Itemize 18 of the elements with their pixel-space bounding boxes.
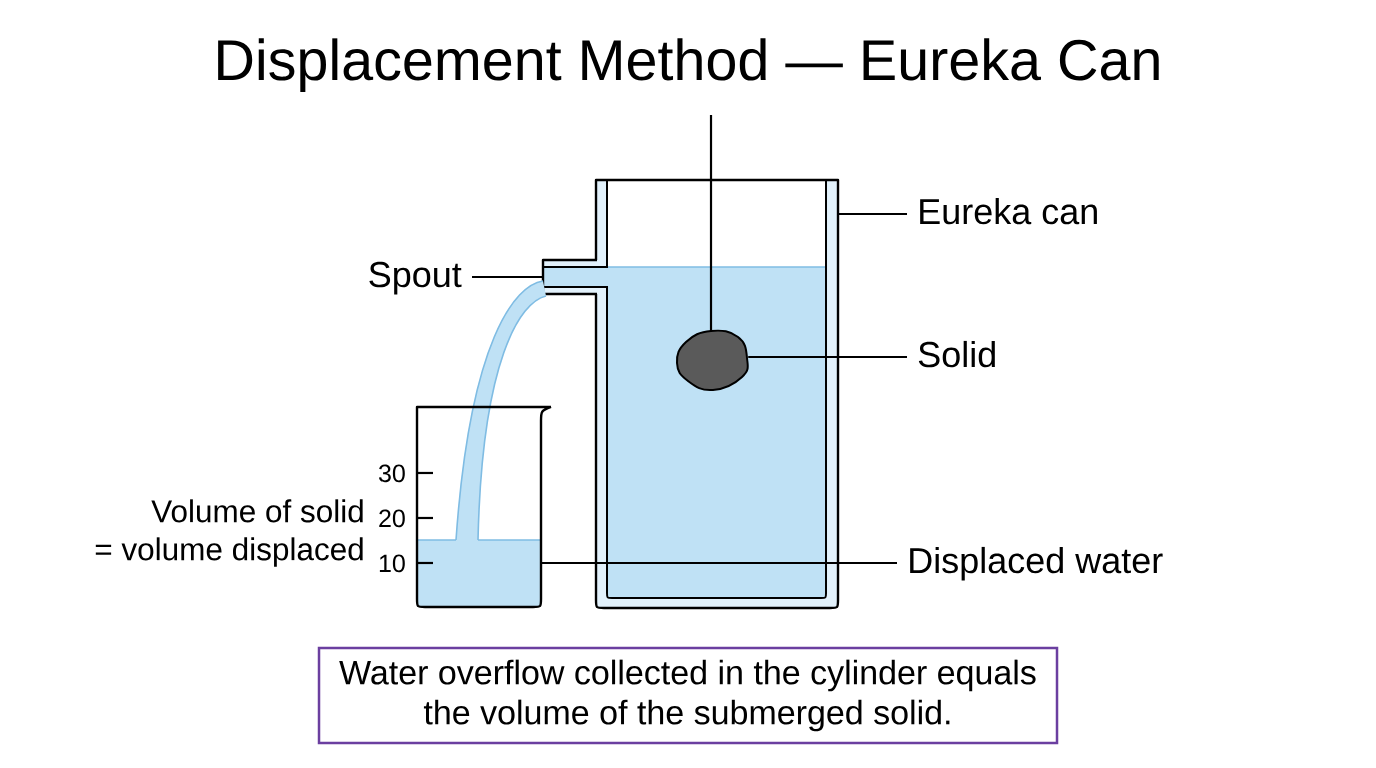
leader-line: [471, 276, 544, 278]
scale-number: 10: [379, 554, 405, 573]
part-label: Displaced water: [910, 546, 1163, 581]
leader-line: [747, 356, 908, 358]
caption-box: Water overflow collected in the cylinder equals the volume of the submerged solid.: [317, 646, 1059, 745]
scale-number: 30: [378, 464, 405, 483]
part-label: Spout: [369, 261, 462, 295]
solid-lump: [675, 329, 749, 392]
water: [416, 539, 542, 607]
leader-line: [837, 213, 908, 215]
note: Volume of solid = volume displaced: [95, 499, 363, 567]
title: Displacement Method — Eureka Can: [218, 38, 1159, 92]
part-label: Solid: [918, 340, 995, 368]
spout: [541, 258, 609, 296]
scale-number: 20: [379, 509, 405, 528]
eureka-can: [594, 178, 840, 610]
part-label: Eureka can: [920, 197, 1097, 225]
leader-line: [540, 562, 898, 564]
